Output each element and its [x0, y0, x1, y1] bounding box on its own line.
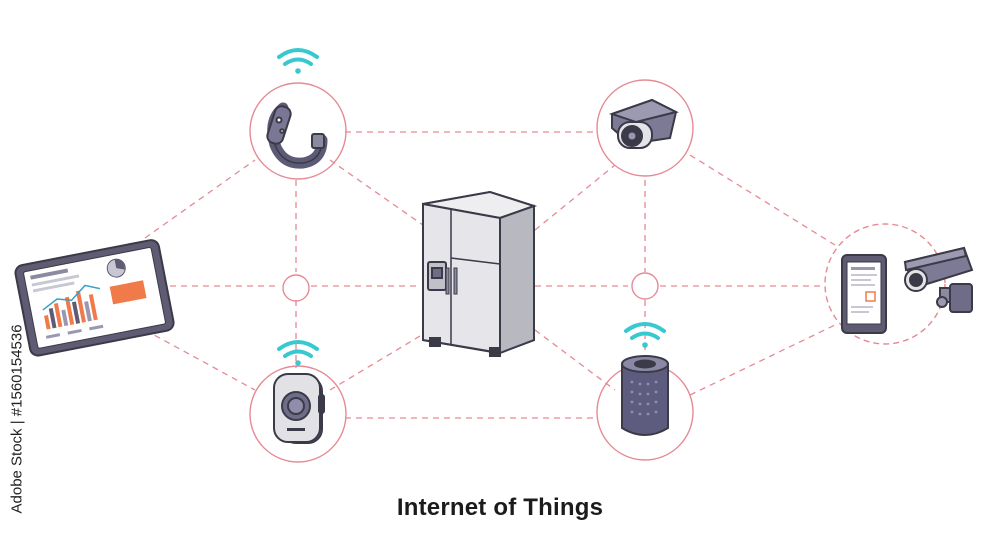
security-camera-icon	[608, 98, 679, 149]
phone-camera-icon	[841, 246, 974, 334]
network-links	[144, 131, 836, 419]
wifi-icon	[277, 340, 319, 366]
refrigerator-icon	[422, 190, 538, 357]
node-rings	[249, 79, 946, 463]
fitness-band-icon	[266, 102, 328, 169]
wifi-icon	[277, 48, 319, 74]
diagram-title: Internet of Things	[396, 494, 604, 521]
smart-button-icon	[273, 373, 325, 444]
stock-credit: Adobe Stock | #1560154536	[8, 324, 26, 514]
smart-speaker-icon	[621, 355, 669, 436]
tablet-dashboard-icon	[14, 239, 175, 357]
wifi-icon	[624, 322, 666, 348]
